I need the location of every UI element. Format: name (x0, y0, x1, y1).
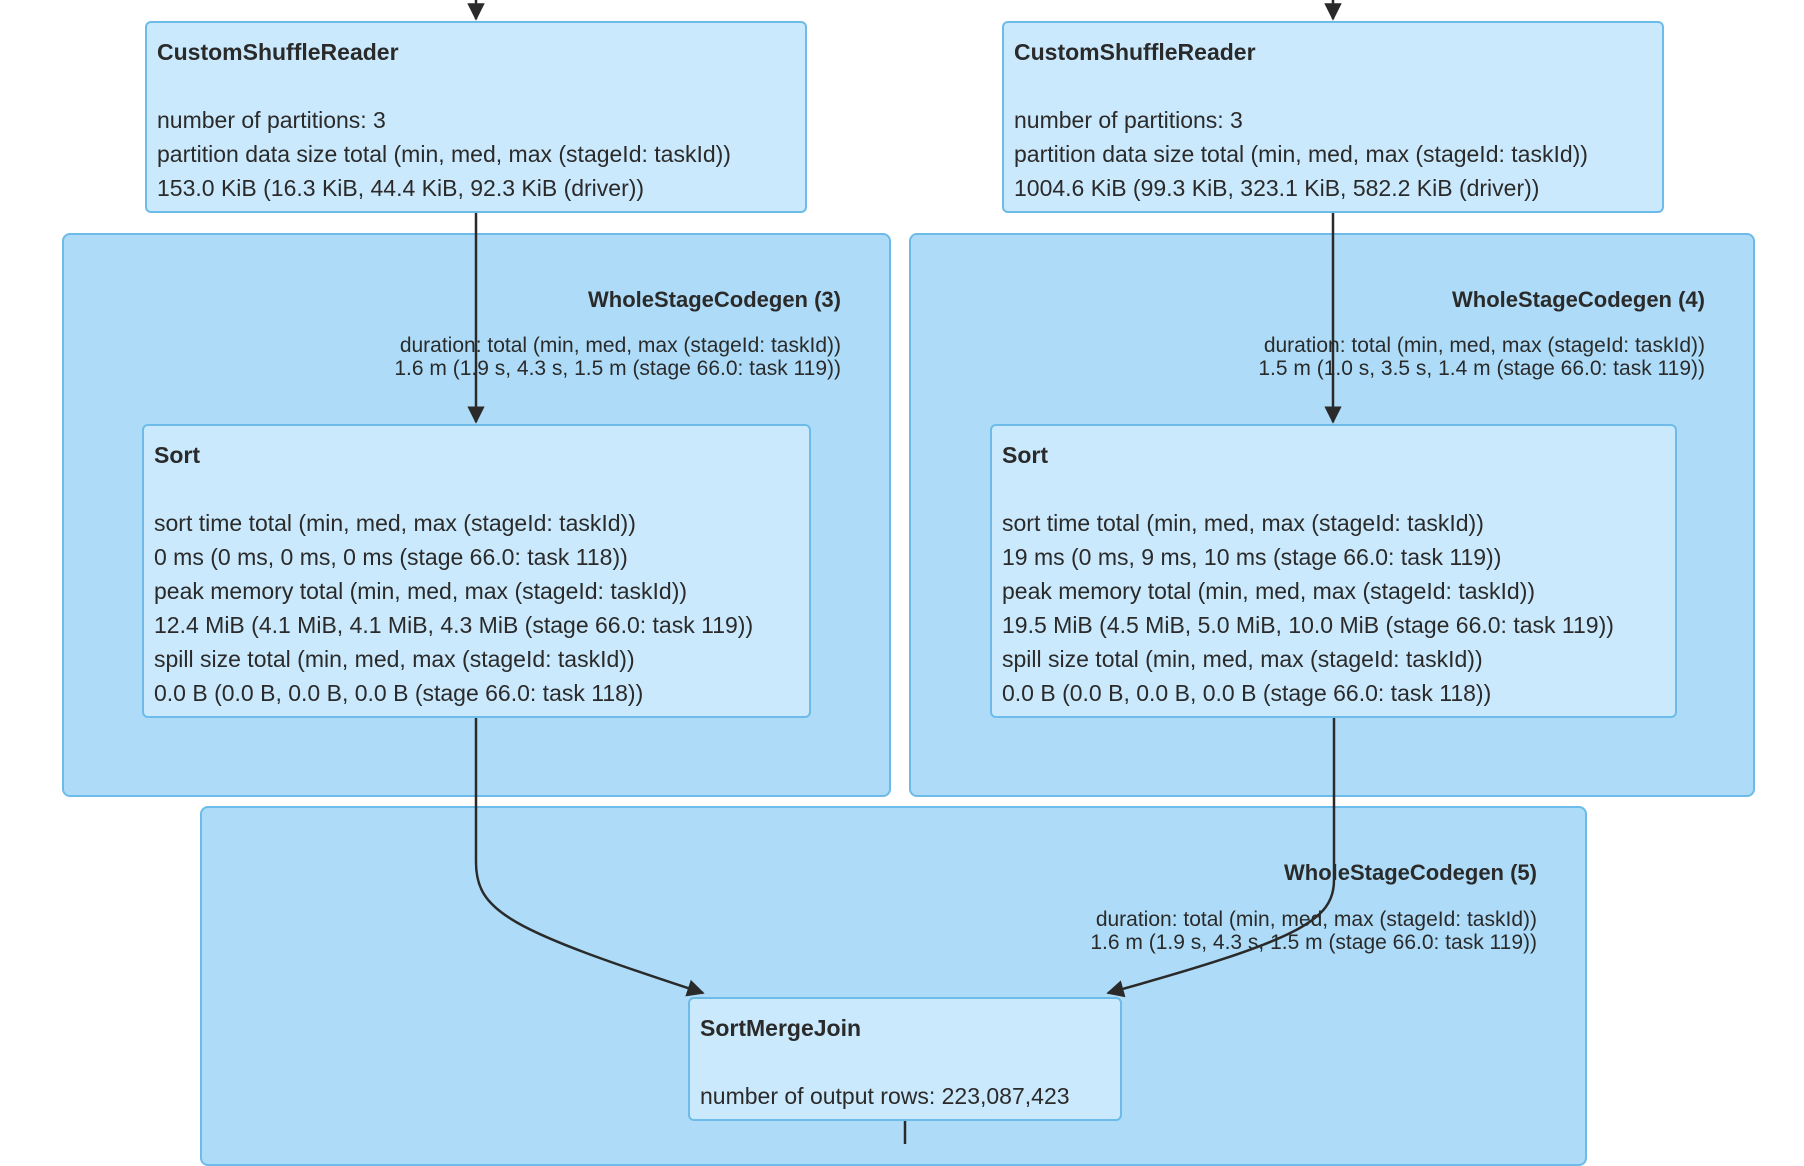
node-metric-line: 0 ms (0 ms, 0 ms, 0 ms (stage 66.0: task… (154, 544, 628, 570)
node-metric-line: 1004.6 KiB (99.3 KiB, 323.1 KiB, 582.2 K… (1014, 175, 1540, 201)
cluster-title: WholeStageCodegen (5) (1283, 860, 1537, 885)
node-metric-line: sort time total (min, med, max (stageId:… (1002, 510, 1484, 536)
cluster-duration-label: duration: total (min, med, max (stageId:… (1095, 908, 1537, 931)
node-metric-line: 19 ms (0 ms, 9 ms, 10 ms (stage 66.0: ta… (1002, 544, 1502, 570)
node-metric-line: number of partitions: 3 (157, 107, 386, 133)
cluster-duration-label: duration: total (min, med, max (stageId:… (399, 334, 841, 357)
cluster-duration-label: duration: total (min, med, max (stageId:… (1263, 334, 1705, 357)
custom-shuffle-reader-node-right[interactable]: CustomShuffleReader number of partitions… (1002, 21, 1664, 213)
node-metric-line: 0.0 B (0.0 B, 0.0 B, 0.0 B (stage 66.0: … (154, 680, 644, 706)
node-metric-line: partition data size total (min, med, max… (1014, 141, 1588, 167)
cluster-title: WholeStageCodegen (3) (587, 287, 841, 312)
node-title: CustomShuffleReader (1014, 39, 1256, 65)
custom-shuffle-reader-node-left[interactable]: CustomShuffleReader number of partitions… (145, 21, 807, 213)
sort-merge-join-node[interactable]: SortMergeJoin number of output rows: 223… (688, 997, 1122, 1121)
node-metric-line: spill size total (min, med, max (stageId… (154, 646, 635, 672)
cluster-title: WholeStageCodegen (4) (1451, 287, 1705, 312)
node-metric-line: 19.5 MiB (4.5 MiB, 5.0 MiB, 10.0 MiB (st… (1002, 612, 1614, 638)
node-metric-line: sort time total (min, med, max (stageId:… (154, 510, 636, 536)
node-metric-line: 153.0 KiB (16.3 KiB, 44.4 KiB, 92.3 KiB … (157, 175, 645, 201)
node-title: Sort (1002, 442, 1048, 468)
node-metric-line: spill size total (min, med, max (stageId… (1002, 646, 1483, 672)
node-metric-line: 0.0 B (0.0 B, 0.0 B, 0.0 B (stage 66.0: … (1002, 680, 1492, 706)
node-metric-line: partition data size total (min, med, max… (157, 141, 731, 167)
node-metric-line: peak memory total (min, med, max (stageI… (1002, 578, 1536, 604)
node-title: CustomShuffleReader (157, 39, 399, 65)
sort-node-right[interactable]: Sort sort time total (min, med, max (sta… (990, 424, 1677, 718)
node-metric-line: 12.4 MiB (4.1 MiB, 4.1 MiB, 4.3 MiB (sta… (154, 612, 754, 638)
node-title: SortMergeJoin (700, 1015, 862, 1041)
node-metric-line: number of output rows: 223,087,423 (700, 1083, 1070, 1109)
node-title: Sort (154, 442, 200, 468)
sort-node-left[interactable]: Sort sort time total (min, med, max (sta… (142, 424, 811, 718)
cluster-duration-value: 1.6 m (1.9 s, 4.3 s, 1.5 m (stage 66.0: … (394, 357, 841, 380)
node-metric-line: number of partitions: 3 (1014, 107, 1243, 133)
cluster-duration-value: 1.6 m (1.9 s, 4.3 s, 1.5 m (stage 66.0: … (1090, 931, 1537, 954)
node-metric-line: peak memory total (min, med, max (stageI… (154, 578, 688, 604)
cluster-duration-value: 1.5 m (1.0 s, 3.5 s, 1.4 m (stage 66.0: … (1258, 357, 1705, 380)
